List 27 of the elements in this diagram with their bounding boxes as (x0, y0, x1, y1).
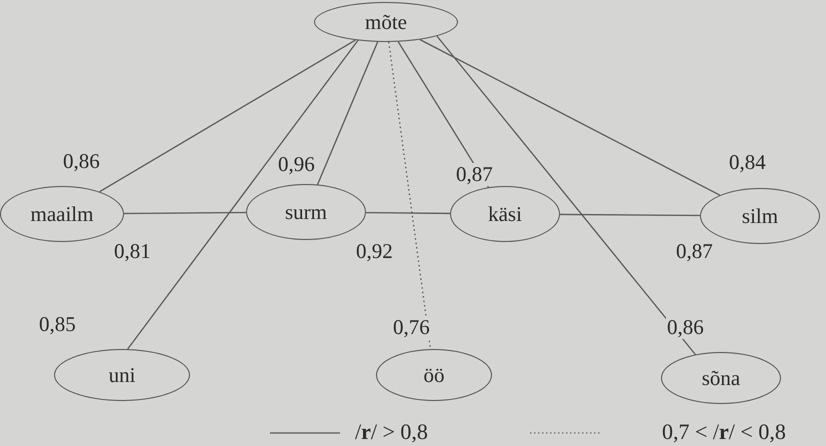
edge-label: 0,76 (392, 316, 431, 340)
edge-label: 0,86 (666, 316, 705, 340)
node-label: käsi (488, 202, 522, 226)
connector-line (316, 42, 378, 185)
ellipse-node (376, 349, 492, 401)
edge-label: 0,87 (455, 163, 494, 186)
node-label: öö (424, 362, 444, 388)
connector-line (99, 40, 356, 192)
connector-line (436, 36, 696, 355)
ellipse-node (246, 184, 366, 240)
node-label: sõna (702, 366, 740, 390)
connector-line (124, 212, 246, 214)
legend-text: /r/ > 0,8 (355, 419, 428, 445)
connector-line (388, 42, 432, 350)
node-label: surm (285, 200, 327, 224)
connector-line (366, 212, 450, 214)
node-label: silm (742, 204, 778, 228)
connector-line (560, 214, 700, 216)
connector-line (127, 40, 358, 350)
ellipse-node (314, 2, 458, 42)
node-label: maailm (30, 202, 94, 226)
node-label: uni (108, 362, 136, 388)
ellipse-node (661, 352, 781, 404)
legend-text: 0,7 < /r/ < 0,8 (662, 419, 786, 445)
ellipse-node (54, 349, 190, 401)
connector-line (420, 39, 720, 196)
node-label: mõte (365, 10, 407, 34)
